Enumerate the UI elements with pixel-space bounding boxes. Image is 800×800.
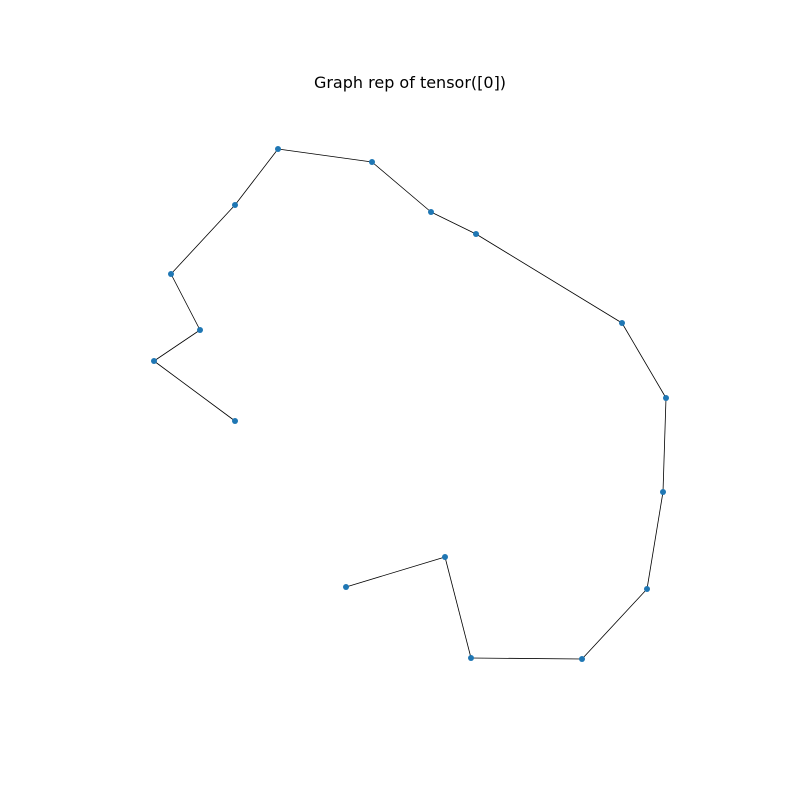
graph-node <box>232 418 238 424</box>
graph-edges <box>153 148 667 660</box>
graph-node <box>343 584 349 590</box>
graph-edge <box>153 360 236 422</box>
graph-nodes <box>151 146 669 662</box>
graph-node <box>473 231 479 237</box>
graph-node <box>232 202 238 208</box>
graph-node <box>275 146 281 152</box>
graph-edge <box>277 148 373 163</box>
graph-node <box>663 395 669 401</box>
graph-edge <box>470 657 583 660</box>
graph-edge <box>444 556 472 659</box>
graph-edge <box>170 204 236 275</box>
graph-node <box>369 159 375 165</box>
graph-node <box>442 554 448 560</box>
graph-edge <box>170 273 201 331</box>
graph-edge <box>475 233 623 324</box>
graph-node <box>468 655 474 661</box>
graph-edge <box>621 322 667 399</box>
graph-edge <box>662 397 667 493</box>
graph-node <box>660 489 666 495</box>
graph-edge <box>345 556 446 588</box>
graph-node <box>428 209 434 215</box>
graph-title: Graph rep of tensor([0]) <box>314 73 506 92</box>
graph-node <box>151 358 157 364</box>
graph-node <box>197 327 203 333</box>
graph-edge <box>646 491 664 590</box>
graph-node <box>579 656 585 662</box>
graph-node <box>168 271 174 277</box>
graph-edge <box>430 211 477 235</box>
graph-edge <box>371 161 432 213</box>
graph-edge <box>153 329 201 362</box>
graph-edge <box>581 588 648 660</box>
graph-edge <box>234 148 279 206</box>
graph-node <box>619 320 625 326</box>
graph-node <box>644 586 650 592</box>
